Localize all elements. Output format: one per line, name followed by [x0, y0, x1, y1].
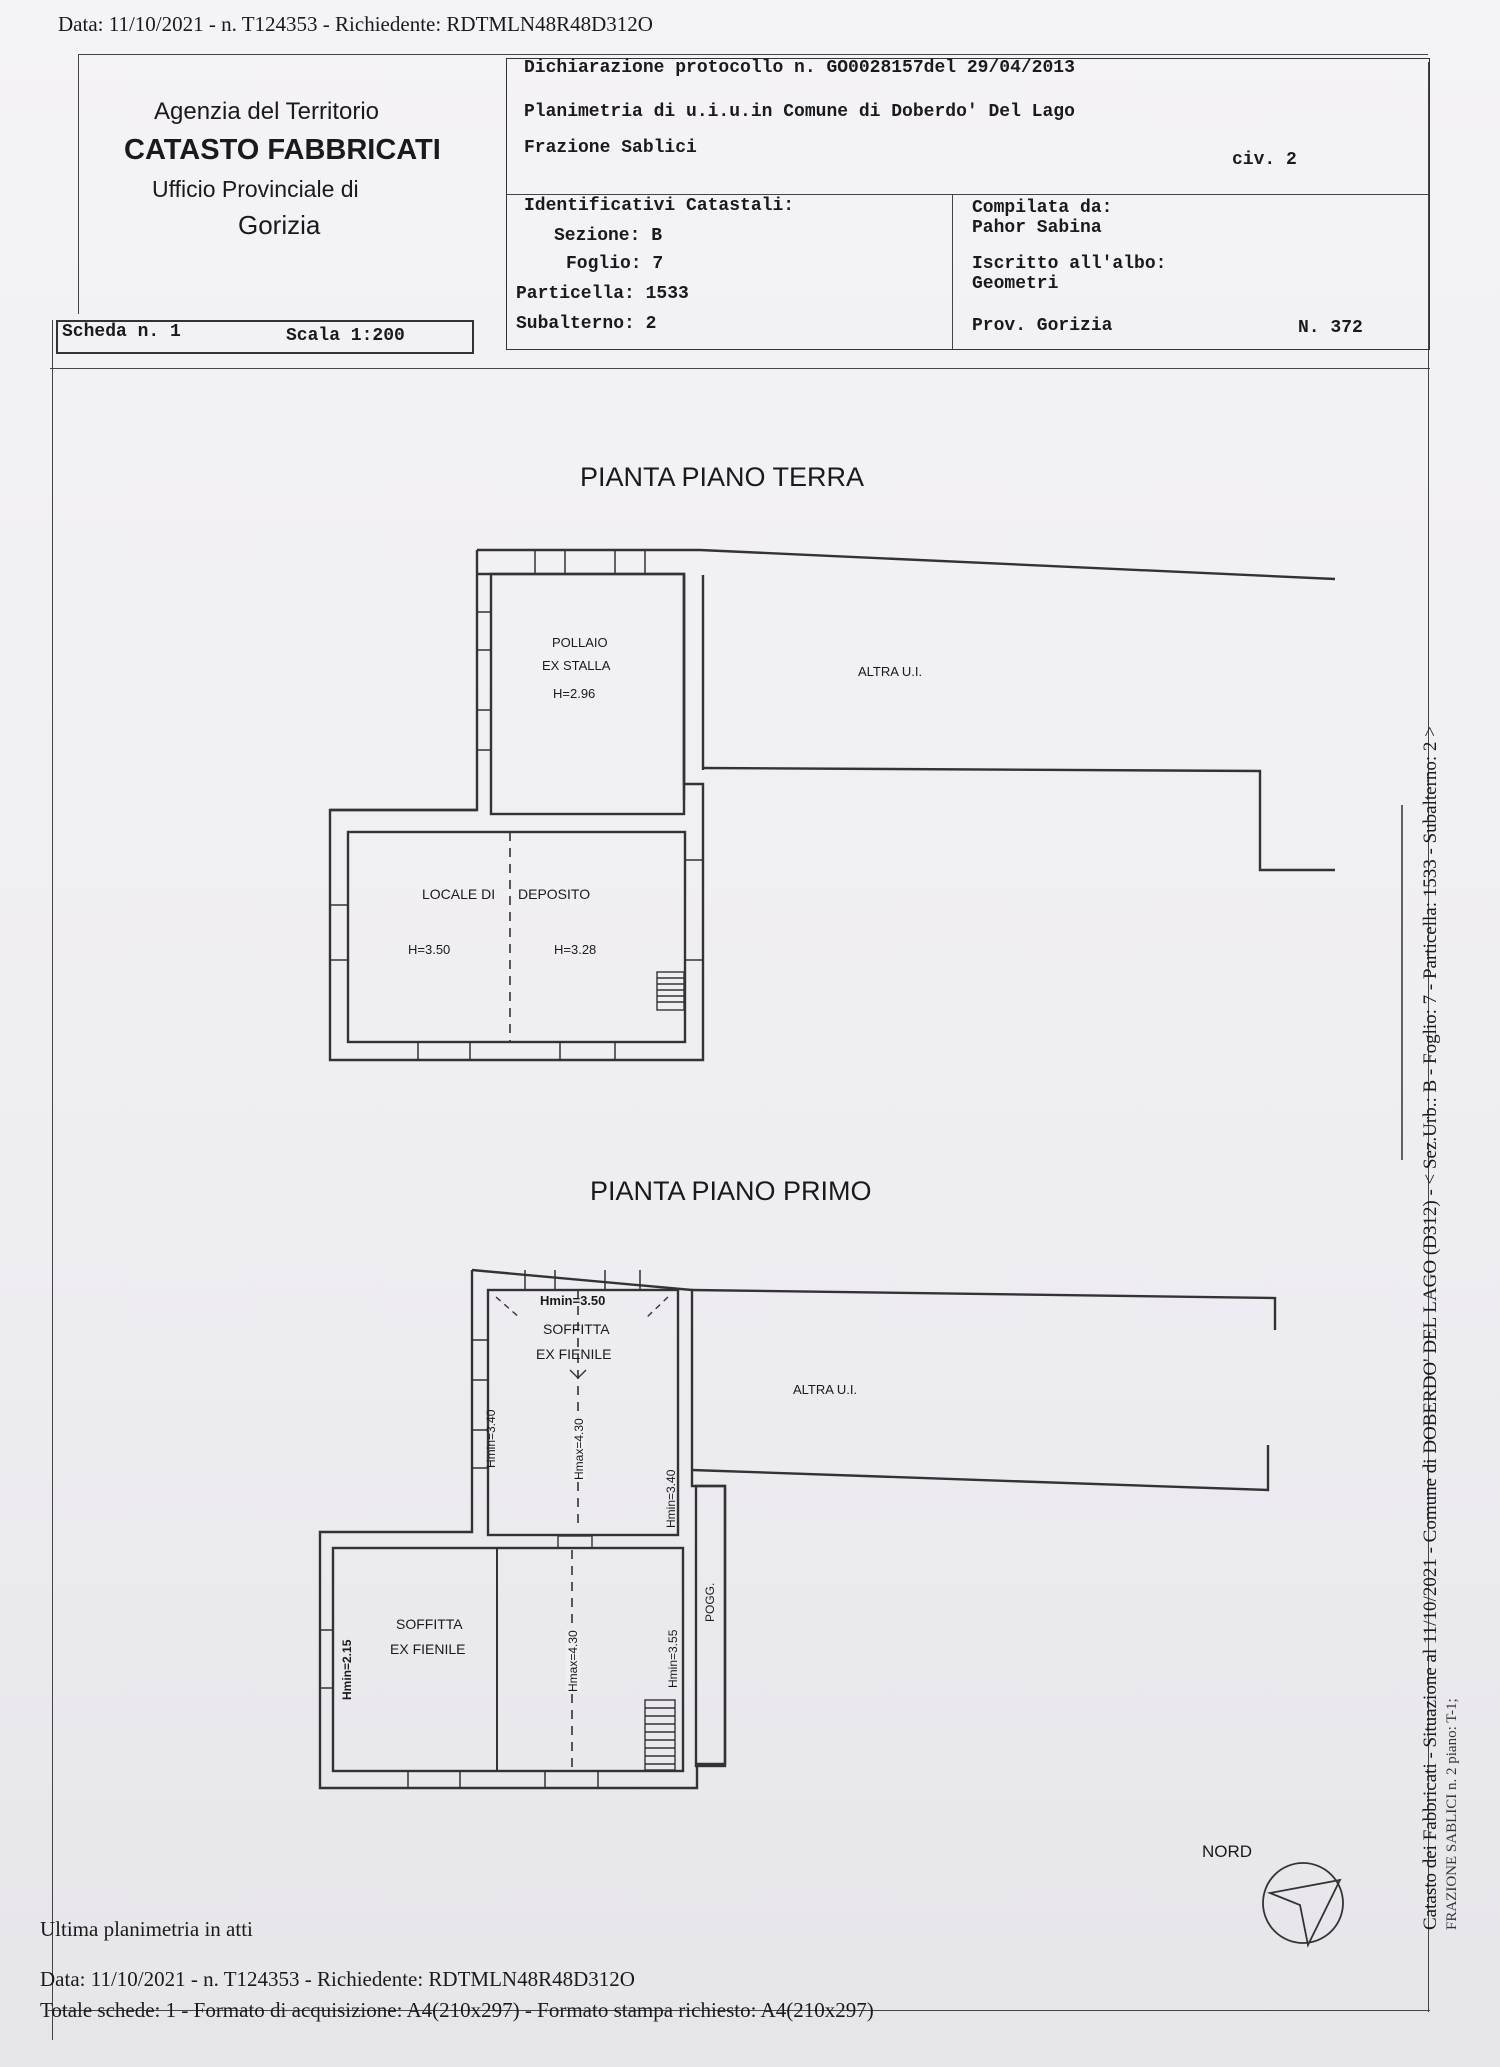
footer-ultima: Ultima planimetria in atti [40, 1917, 253, 1941]
planimetria-text: Planimetria di u.i.u.in Comune di Doberd… [524, 102, 1075, 122]
header-divider [506, 194, 1430, 195]
foglio: Foglio: 7 [566, 254, 664, 274]
top-stamp: Data: 11/10/2021 - n. T124353 - Richiede… [58, 12, 653, 36]
fienile-upper-label: EX FIENILE [536, 1346, 612, 1362]
frame-right [1428, 62, 1429, 2012]
ground-floor-title: PIANTA PIANO TERRA [580, 462, 865, 492]
header-col-divider [952, 194, 953, 350]
subalterno: Subalterno: 2 [516, 314, 657, 334]
hmin-215: Hmin=2.15 [340, 1639, 354, 1700]
first-altra-bottom-line [691, 1445, 1270, 1492]
scheda-box [56, 320, 474, 354]
sezione: Sezione: B [554, 226, 663, 246]
frame-left-top [78, 54, 79, 314]
office-city: Gorizia [238, 210, 321, 240]
first-floor-title: PIANTA PIANO PRIMO [590, 1176, 872, 1206]
ground-stairs [656, 971, 685, 1011]
first-altra-label: ALTRA U.I. [793, 1382, 858, 1397]
frame-drawing-top [50, 368, 1430, 369]
first-altra-top-line [691, 1288, 1277, 1330]
altra-top-line [699, 548, 1336, 581]
side-frazione-text: FRAZIONE SABLICI n. 2 piano: T-1; [1444, 1698, 1460, 1930]
hmax-430-lower: Hmax=4.30 [566, 1630, 580, 1692]
soffitta-upper-label: SOFFITTA [543, 1321, 610, 1337]
hmin-355: Hmin=3.55 [666, 1629, 680, 1688]
first-stairs [644, 1699, 676, 1771]
albo-value: Geometri [972, 274, 1059, 294]
hmin-340-left: Hmin=3.40 [484, 1409, 498, 1468]
frazione-text: Frazione Sablici [524, 138, 697, 158]
deposito-label: DEPOSITO [518, 886, 591, 902]
frame-top [78, 54, 1428, 55]
nord-label: NORD [1202, 1842, 1253, 1861]
albo-title: Iscritto all'albo: [972, 254, 1167, 274]
frame-left [52, 320, 53, 2040]
scala-label: Scala 1:200 [286, 326, 405, 346]
agency-name: Agenzia del Territorio [154, 98, 380, 125]
catasto-title: CATASTO FABBRICATI [124, 134, 441, 166]
deposito-height-left: H=3.50 [408, 942, 451, 957]
compilata-title: Compilata da: [972, 198, 1113, 218]
soffitta-upper-room [486, 1288, 680, 1537]
fienile-lower-label: EX FIENILE [390, 1641, 466, 1657]
prov-value: Prov. Gorizia [972, 316, 1113, 336]
deposito-height-right: H=3.28 [554, 942, 597, 957]
pollaio-height: H=2.96 [553, 686, 596, 701]
header-box [506, 58, 1430, 350]
locale-label: LOCALE DI [422, 886, 496, 902]
civico-text: civ. 2 [1232, 150, 1297, 170]
particella: Particella: 1533 [516, 284, 689, 304]
deposito-room [346, 830, 687, 1044]
footer-totale: Totale schede: 1 - Formato di acquisizio… [40, 1998, 874, 2022]
ground-outer-wall [328, 550, 705, 1062]
frame-bottom [48, 2010, 1430, 2011]
soffitta-lower-room [331, 1546, 685, 1773]
protocol-text: Dichiarazione protocollo n. GO0028157del… [524, 58, 1075, 78]
hmin-350-label: Hmin=3.50 [540, 1293, 606, 1308]
albo-number: N. 372 [1298, 318, 1363, 338]
hmax-430-upper: Hmax=4.30 [572, 1418, 586, 1480]
poggiolo [694, 1484, 727, 1768]
hmin-340-right: Hmin=3.40 [664, 1469, 678, 1528]
north-compass [1262, 1862, 1344, 1948]
compilata-name: Pahor Sabina [972, 218, 1102, 238]
altra-bottom-line [702, 766, 1335, 872]
ex-stalla-label: EX STALLA [542, 658, 611, 673]
identificativi-title: Identificativi Catastali: [524, 196, 795, 216]
side-situazione-text: Catasto dei Fabbricati - Situazione al 1… [1420, 726, 1441, 1930]
pogg-label: POGG. [703, 1582, 717, 1622]
ground-altra-label: ALTRA U.I. [858, 664, 923, 679]
footer-data: Data: 11/10/2021 - n. T124353 - Richiede… [40, 1967, 635, 1991]
office-label: Ufficio Provinciale di [152, 176, 359, 202]
first-outer-wall [318, 1268, 727, 1790]
scheda-label: Scheda n. 1 [62, 322, 181, 342]
pollaio-label: POLLAIO [552, 635, 608, 650]
soffitta-lower-label: SOFFITTA [396, 1616, 463, 1632]
